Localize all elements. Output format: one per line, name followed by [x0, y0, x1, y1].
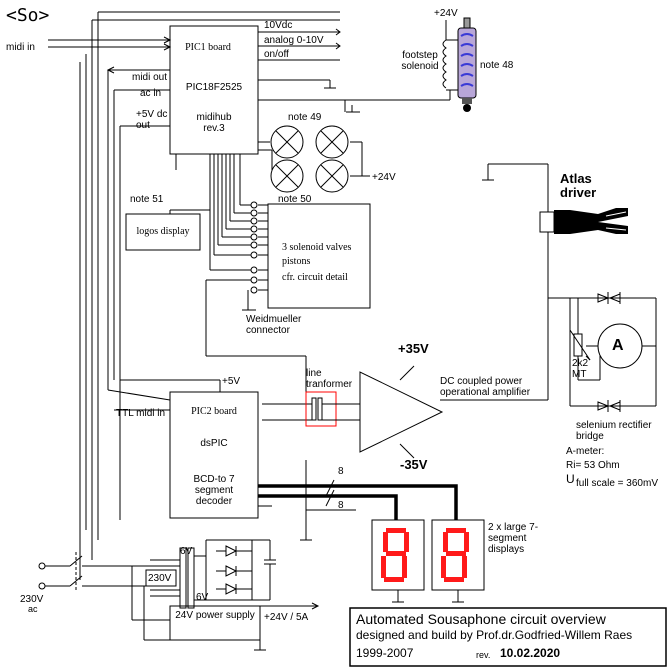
analog-label: analog 0-10V — [264, 35, 324, 46]
ammeter-letter: A — [612, 337, 624, 354]
solenoid-valves-box — [267, 203, 371, 309]
on-off-label: on/off — [264, 49, 289, 60]
bus-width-1: 8 — [338, 466, 344, 477]
footstep-solenoid-label: footstep solenoid — [401, 50, 439, 72]
mains-ac-label: ac — [28, 604, 38, 614]
project-code: <So> — [6, 5, 50, 26]
ameter-ri: Ri= 53 Ohm — [566, 460, 620, 471]
pic1-firmware: midihub rev.3 — [196, 112, 232, 134]
power-supply-label: 24V power supply — [175, 610, 255, 621]
v230-label: 230V — [148, 573, 172, 584]
plus5v-out-label: +5V dc out — [136, 109, 168, 131]
seven-segment-digits — [381, 528, 469, 582]
v6-top-label: 6V — [180, 546, 193, 557]
weidmueller-label: Weidmueller connector — [246, 314, 302, 336]
pic1-title: PIC1 board — [185, 42, 231, 53]
logos-display-box — [125, 213, 201, 251]
note50-label: note 50 — [278, 194, 312, 205]
title-block-title: Automated Sousaphone circuit overview — [356, 611, 606, 627]
line-transformer-label: line tranformer — [306, 368, 353, 390]
pic2-title: PIC2 board — [191, 406, 237, 417]
valves-line1: 3 solenoid valves — [282, 242, 352, 253]
supply-10v-label: 10Vdc — [264, 20, 293, 31]
pic1-chip: PIC18F2525 — [185, 82, 243, 93]
ttl-midi-in-label: TTL midi in — [116, 408, 166, 419]
note49-lamps — [270, 125, 349, 193]
pic2-chip: dsPIC — [200, 438, 228, 449]
displays-label: 2 x large 7-segment displays — [488, 522, 539, 555]
ameter-fullscale: full scale = 360mV — [576, 478, 658, 489]
minus35v-label: -35V — [400, 457, 428, 472]
midi-out-label: midi out — [132, 72, 168, 83]
plus5v-label: +5V — [222, 376, 241, 387]
atlas-driver-label: Atlas driver — [560, 171, 597, 200]
resistor-label: 2k2 MT — [572, 358, 589, 380]
ammeter-symbol — [597, 323, 643, 369]
weidmueller-terminals — [250, 201, 258, 294]
v6-bottom-label: 6V — [196, 592, 209, 603]
title-block-frame — [349, 607, 667, 667]
note49-label: note 49 — [288, 112, 322, 123]
ameter-u: U — [566, 472, 575, 486]
pic2-board — [169, 391, 259, 519]
plus24v-lamps-label: +24V — [372, 172, 396, 183]
amplifier-symbol — [359, 371, 444, 453]
power-supply-output: +24V / 5A — [264, 612, 309, 623]
rectifier-label: selenium rectifier bridge — [576, 420, 652, 442]
bus-width-2: 8 — [338, 500, 344, 511]
valves-line2: pistons — [282, 256, 311, 267]
bcd-bus — [258, 484, 458, 520]
footstep-solenoid-symbol — [442, 17, 477, 112]
ac-in-label: ac in — [140, 88, 162, 99]
title-block-years: 1999-2007 — [356, 646, 414, 660]
title-block-rev-label: rev. — [476, 650, 491, 660]
title-block-designer: designed and build by Prof.dr.Godfried-W… — [356, 628, 633, 642]
note48-label: note 48 — [480, 60, 514, 71]
pic2-decoder: BCD-to 7 segment decoder — [193, 474, 235, 507]
valves-line3: cfr. circuit detail — [282, 272, 348, 283]
title-block-rev-date: 10.02.2020 — [500, 646, 561, 660]
midi-in-label: midi in — [6, 42, 35, 53]
plus35v-label: +35V — [398, 341, 429, 356]
line-transformer-symbol — [305, 391, 342, 427]
logos-display-label: logos display — [136, 226, 190, 237]
atlas-driver-symbol — [539, 208, 628, 234]
note51-label: note 51 — [130, 194, 164, 205]
amplifier-label: DC coupled power operational amplifier — [440, 376, 531, 398]
plus24v-top-label: +24V — [434, 8, 458, 19]
ameter-title: A-meter: — [566, 446, 605, 457]
mains-v-label: 230V — [20, 594, 44, 605]
